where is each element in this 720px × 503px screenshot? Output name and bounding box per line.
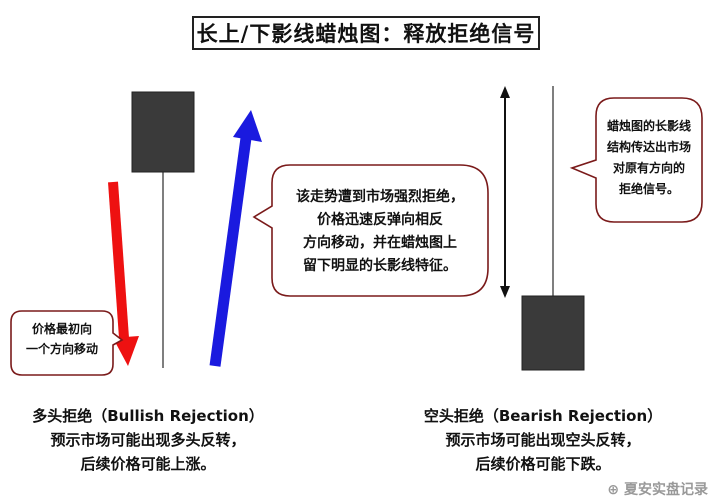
right-bubble <box>569 97 703 223</box>
small-bubble-line: 一个方向移动 <box>25 342 98 356</box>
bearish-caption: 空头拒绝（Bearish Rejection） 预示市场可能出现空头反转， 后续… <box>408 404 678 476</box>
bullish-caption-line: 后续价格可能上涨。 <box>80 455 216 473</box>
small-bubble-text: 价格最初向 一个方向移动 <box>13 319 111 359</box>
right-bubble-text: 蜡烛图的长影线 结构传达出市场 对原有方向的 拒绝信号。 <box>598 116 700 200</box>
right-bubble-line: 蜡烛图的长影线 <box>606 119 691 133</box>
right-bubble-line: 对原有方向的 <box>612 161 685 175</box>
bearish-caption-line: 预示市场可能出现空头反转， <box>445 431 641 449</box>
double-arrow <box>500 86 510 298</box>
down-arrow <box>108 181 139 366</box>
center-bubble <box>252 164 489 297</box>
center-bubble-line: 该走势遭到市场强烈拒绝， <box>296 189 464 205</box>
bullish-caption-line: 预示市场可能出现多头反转， <box>50 431 246 449</box>
small-bubble <box>10 310 124 376</box>
center-bubble-line: 留下明显的长影线特征。 <box>303 258 457 274</box>
up-arrow <box>209 110 262 367</box>
bearish-caption-line: 后续价格可能下跌。 <box>475 455 611 473</box>
right-bubble-line: 结构传达出市场 <box>606 140 691 154</box>
right-bubble-line: 拒绝信号。 <box>618 182 679 196</box>
diagram-title: 长上/下影线蜡烛图：释放拒绝信号 <box>192 16 540 50</box>
bearish-candle-body <box>521 295 585 371</box>
watermark: ⊕ 夏安实盘记录 <box>607 482 708 498</box>
bullish-caption: 多头拒绝（Bullish Rejection） 预示市场可能出现多头反转， 后续… <box>14 404 282 476</box>
center-bubble-line: 方向移动，并在蜡烛图上 <box>303 235 457 251</box>
bullish-caption-title: 多头拒绝（Bullish Rejection） <box>32 407 264 425</box>
center-bubble-text: 该走势遭到市场强烈拒绝， 价格迅速反弹向相反 方向移动，并在蜡烛图上 留下明显的… <box>274 186 486 278</box>
bearish-caption-title: 空头拒绝（Bearish Rejection） <box>423 407 663 425</box>
center-bubble-line: 价格迅速反弹向相反 <box>317 212 443 228</box>
bullish-candle-body <box>131 91 195 173</box>
small-bubble-line: 价格最初向 <box>31 322 92 336</box>
